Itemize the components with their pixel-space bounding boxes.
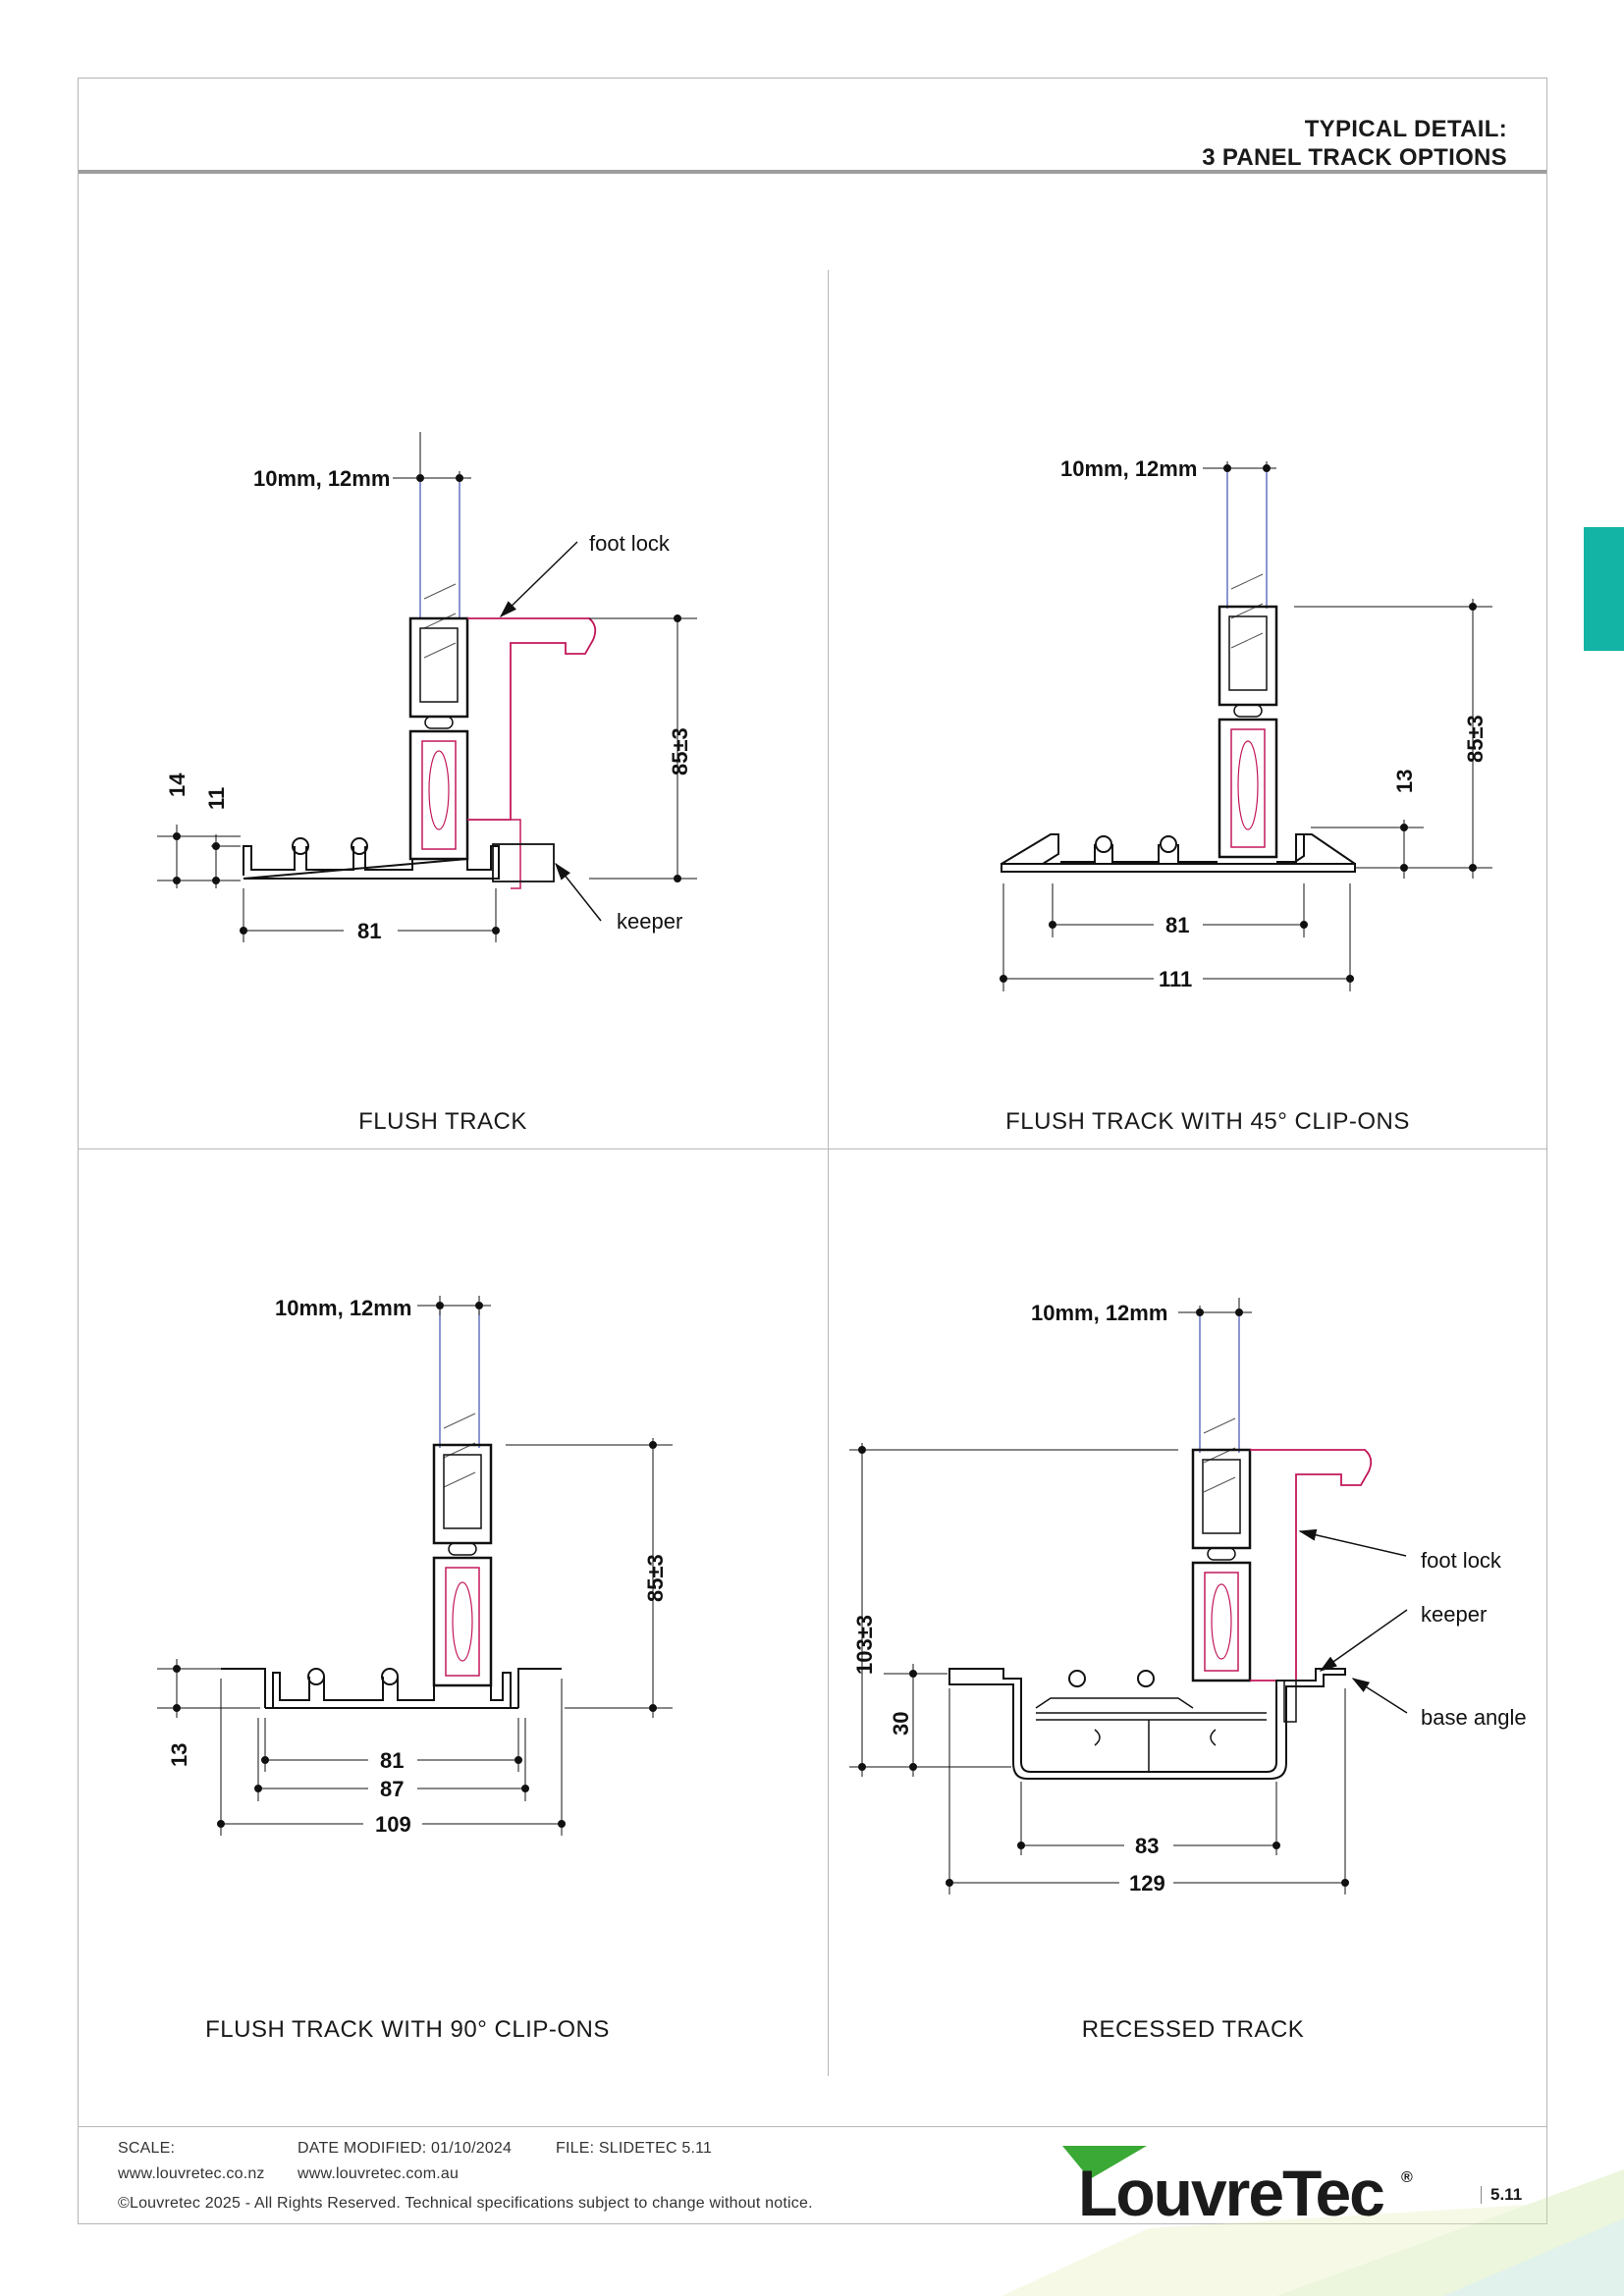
louvretec-logo-mark <box>1062 2146 1147 2179</box>
sheet-title-line1: TYPICAL DETAIL: <box>1304 116 1507 142</box>
footer-copyright: ©Louvretec 2025 - All Rights Reserved. T… <box>118 2195 813 2212</box>
flush45-13-dim: 13 <box>1392 770 1417 793</box>
recessed-track-detail <box>849 1298 1408 1895</box>
recessed-keeper-label: keeper <box>1421 1602 1487 1627</box>
flush-11-dim: 11 <box>204 787 229 810</box>
flush-foot-lock-label: foot lock <box>589 531 671 556</box>
flush-width-dim: 81 <box>357 919 381 943</box>
recessed-track-labels: 10mm, 12mm 103±3 30 foot lock keeper bas… <box>852 1301 1527 1896</box>
flush90-glass-dim: 10mm, 12mm <box>275 1296 411 1320</box>
section-tab <box>1584 527 1624 651</box>
footer-date: DATE MODIFIED: 01/10/2024 <box>298 2140 513 2157</box>
flush-keeper-label: keeper <box>617 909 682 934</box>
page-number: 5.11 <box>1480 2185 1523 2204</box>
caption-recessed: RECESSED TRACK <box>1081 2016 1305 2043</box>
footer-rule <box>79 2126 1546 2127</box>
flush-glass-dim: 10mm, 12mm <box>253 466 390 491</box>
sheet-title: TYPICAL DETAIL: 3 PANEL TRACK OPTIONS <box>1202 115 1507 172</box>
flush45-outer-dim: 111 <box>1159 967 1192 991</box>
decorative-swoosh <box>1001 2169 1624 2296</box>
recessed-30-dim: 30 <box>889 1712 913 1735</box>
flush-14-dim: 14 <box>165 773 189 797</box>
flush-track-detail <box>157 432 697 942</box>
flush-90-detail <box>157 1296 673 1836</box>
recessed-base-angle-label: base angle <box>1421 1705 1527 1730</box>
recessed-outer-dim: 129 <box>1129 1871 1165 1896</box>
footer-url-nz[interactable]: www.louvretec.co.nz <box>118 2165 265 2182</box>
flush45-inner-dim: 81 <box>1165 913 1189 937</box>
recessed-inner-dim: 83 <box>1135 1834 1159 1858</box>
recessed-foot-lock-label: foot lock <box>1421 1548 1502 1573</box>
flush-90-labels: 10mm, 12mm 85±3 13 81 87 109 <box>167 1296 668 1837</box>
flush90-81-dim: 81 <box>380 1748 404 1773</box>
flush90-87-dim: 87 <box>380 1777 404 1801</box>
panel-divider-vertical <box>828 270 829 2076</box>
flush90-13-dim: 13 <box>167 1743 191 1767</box>
flush90-109-dim: 109 <box>375 1812 411 1837</box>
recessed-glass-dim: 10mm, 12mm <box>1031 1301 1167 1325</box>
flush-45-labels: 10mm, 12mm 85±3 13 81 111 <box>1060 456 1488 991</box>
footer-url-au[interactable]: www.louvretec.com.au <box>298 2165 460 2182</box>
footer-file: FILE: SLIDETEC 5.11 <box>556 2140 713 2157</box>
louvretec-logo-text: LouvreTec <box>1078 2157 1385 2229</box>
flush-track-labels: 10mm, 12mm foot lock keeper 85±3 14 11 8… <box>165 466 692 943</box>
flush45-height-dim: 85±3 <box>1463 715 1488 763</box>
caption-flush-45: FLUSH TRACK WITH 45° CLIP-ONS <box>1005 1108 1410 1135</box>
footer-scale: SCALE: <box>118 2140 176 2157</box>
flush90-height-dim: 85±3 <box>643 1554 668 1602</box>
flush45-glass-dim: 10mm, 12mm <box>1060 456 1197 481</box>
flush-45-detail <box>1000 461 1492 991</box>
recessed-height-dim: 103±3 <box>852 1615 877 1675</box>
header-rule <box>79 170 1546 174</box>
caption-flush-90: FLUSH TRACK WITH 90° CLIP-ONS <box>205 2016 610 2043</box>
louvretec-logo-registered: ® <box>1401 2169 1413 2186</box>
drawing-sheet: TYPICAL DETAIL: 3 PANEL TRACK OPTIONS <box>78 78 1547 2224</box>
sheet-title-line2: 3 PANEL TRACK OPTIONS <box>1202 144 1507 171</box>
panel-divider-horizontal <box>79 1148 1546 1149</box>
flush-height-dim: 85±3 <box>668 727 692 775</box>
caption-flush-track: FLUSH TRACK <box>358 1108 527 1135</box>
